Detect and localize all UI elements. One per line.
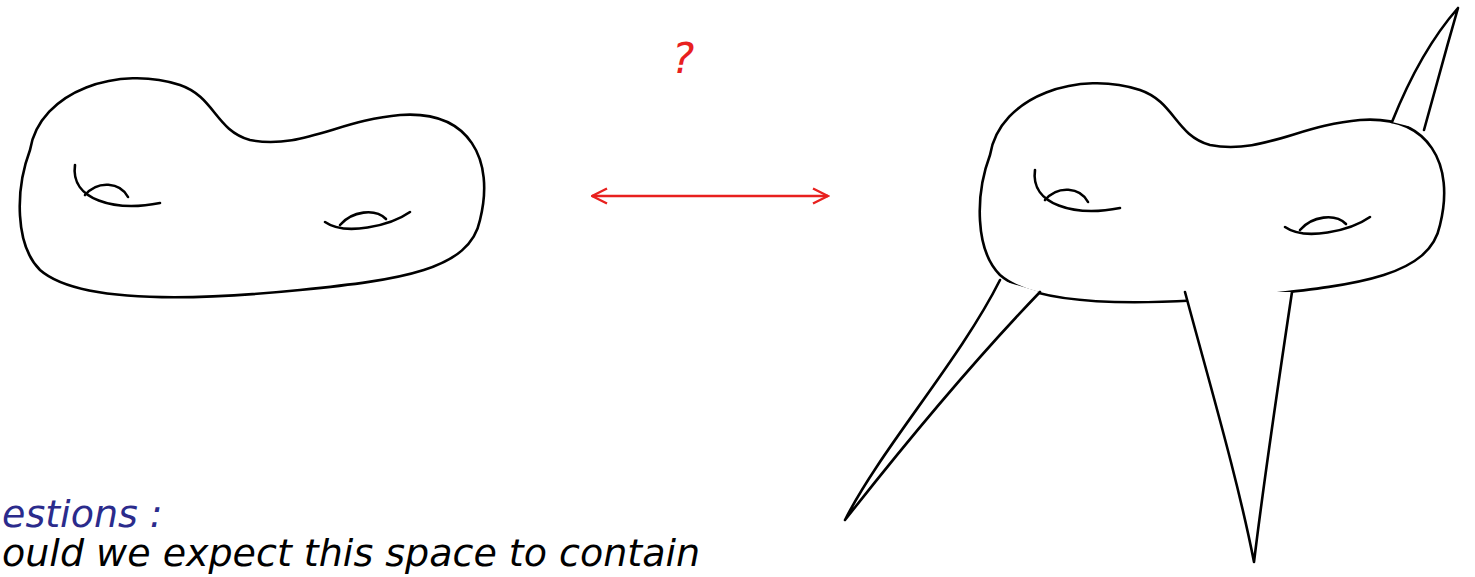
spiky-surface (845, 8, 1458, 562)
heading-fragment: estions : (2, 494, 163, 536)
question-text: ould we expect this space to contain (2, 533, 700, 575)
genus-two-surface (20, 78, 484, 297)
double-arrow (592, 195, 828, 198)
question-mark: ? (672, 36, 694, 82)
